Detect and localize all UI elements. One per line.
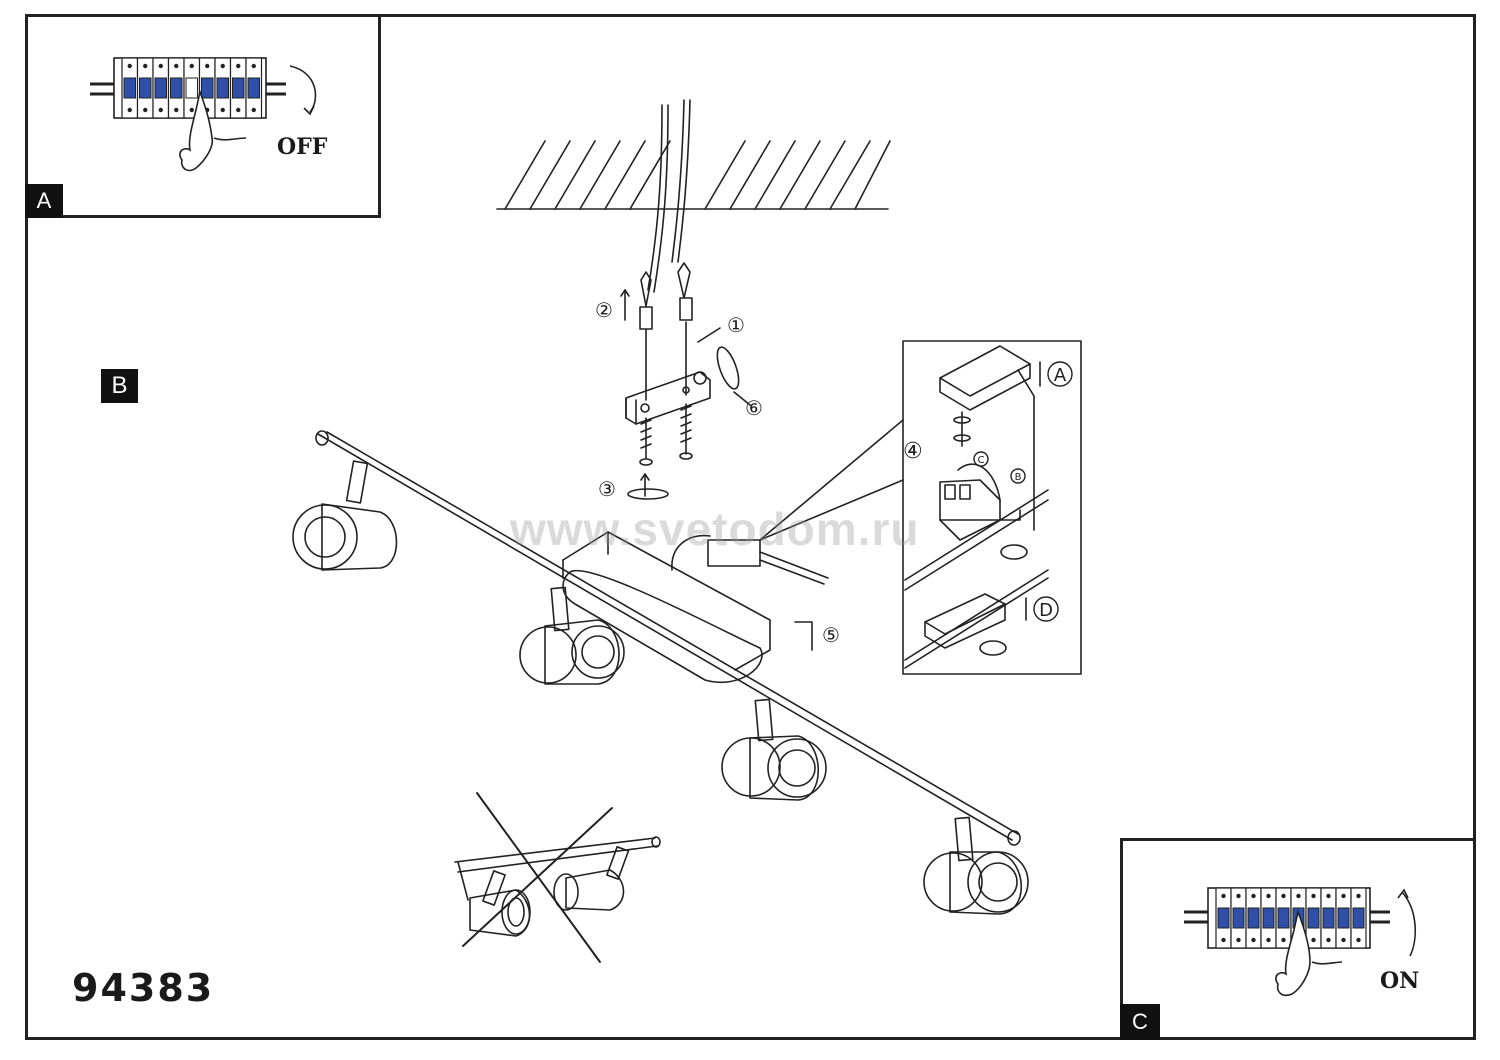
step-label-3: ③ [598, 477, 616, 501]
spotlight-2 [519, 586, 625, 685]
model-number: 94383 [72, 966, 215, 1010]
panel-tag-b: B [101, 369, 138, 403]
watermark: www.svetodom.ru [510, 503, 920, 555]
spotlight-1 [292, 460, 398, 571]
mounting-bracket [625, 371, 711, 425]
step-label-4: ④ [903, 439, 923, 464]
spotlight-4 [923, 816, 1029, 915]
wall-plugs [639, 262, 693, 401]
step-label-2: ② [595, 298, 613, 322]
step-label-5: ⑤ [822, 623, 840, 647]
washer [716, 346, 740, 390]
ceiling-hatch [496, 140, 891, 210]
panel-tag-c: C [1120, 1004, 1160, 1040]
step-5-arrow [794, 621, 813, 651]
detail-label-a: A [1054, 365, 1067, 386]
step-label-6: ⑥ [745, 396, 763, 420]
switch-off-label: OFF [277, 134, 328, 160]
panel-a-switch-off [25, 14, 381, 218]
supply-wires [647, 99, 691, 293]
step-label-1: ① [727, 313, 745, 337]
spotlight-3 [721, 698, 827, 801]
switch-on-label: ON [1380, 968, 1420, 994]
wiring-detail [904, 345, 1049, 669]
panel-tag-a: A [25, 184, 63, 218]
panel-c-switch-on [1120, 838, 1476, 1040]
detail-label-d: D [1039, 600, 1053, 621]
incorrect-mounting-example [454, 792, 661, 963]
detail-label-c: C [978, 455, 985, 466]
detail-label-b: B [1015, 472, 1022, 483]
canopy-wire [671, 534, 711, 571]
sheet-frame [25, 14, 1476, 1040]
terminal-block [707, 539, 829, 585]
screws [639, 403, 693, 466]
spotlight-rail [315, 430, 1021, 846]
wiring-detail-box [902, 340, 1082, 675]
